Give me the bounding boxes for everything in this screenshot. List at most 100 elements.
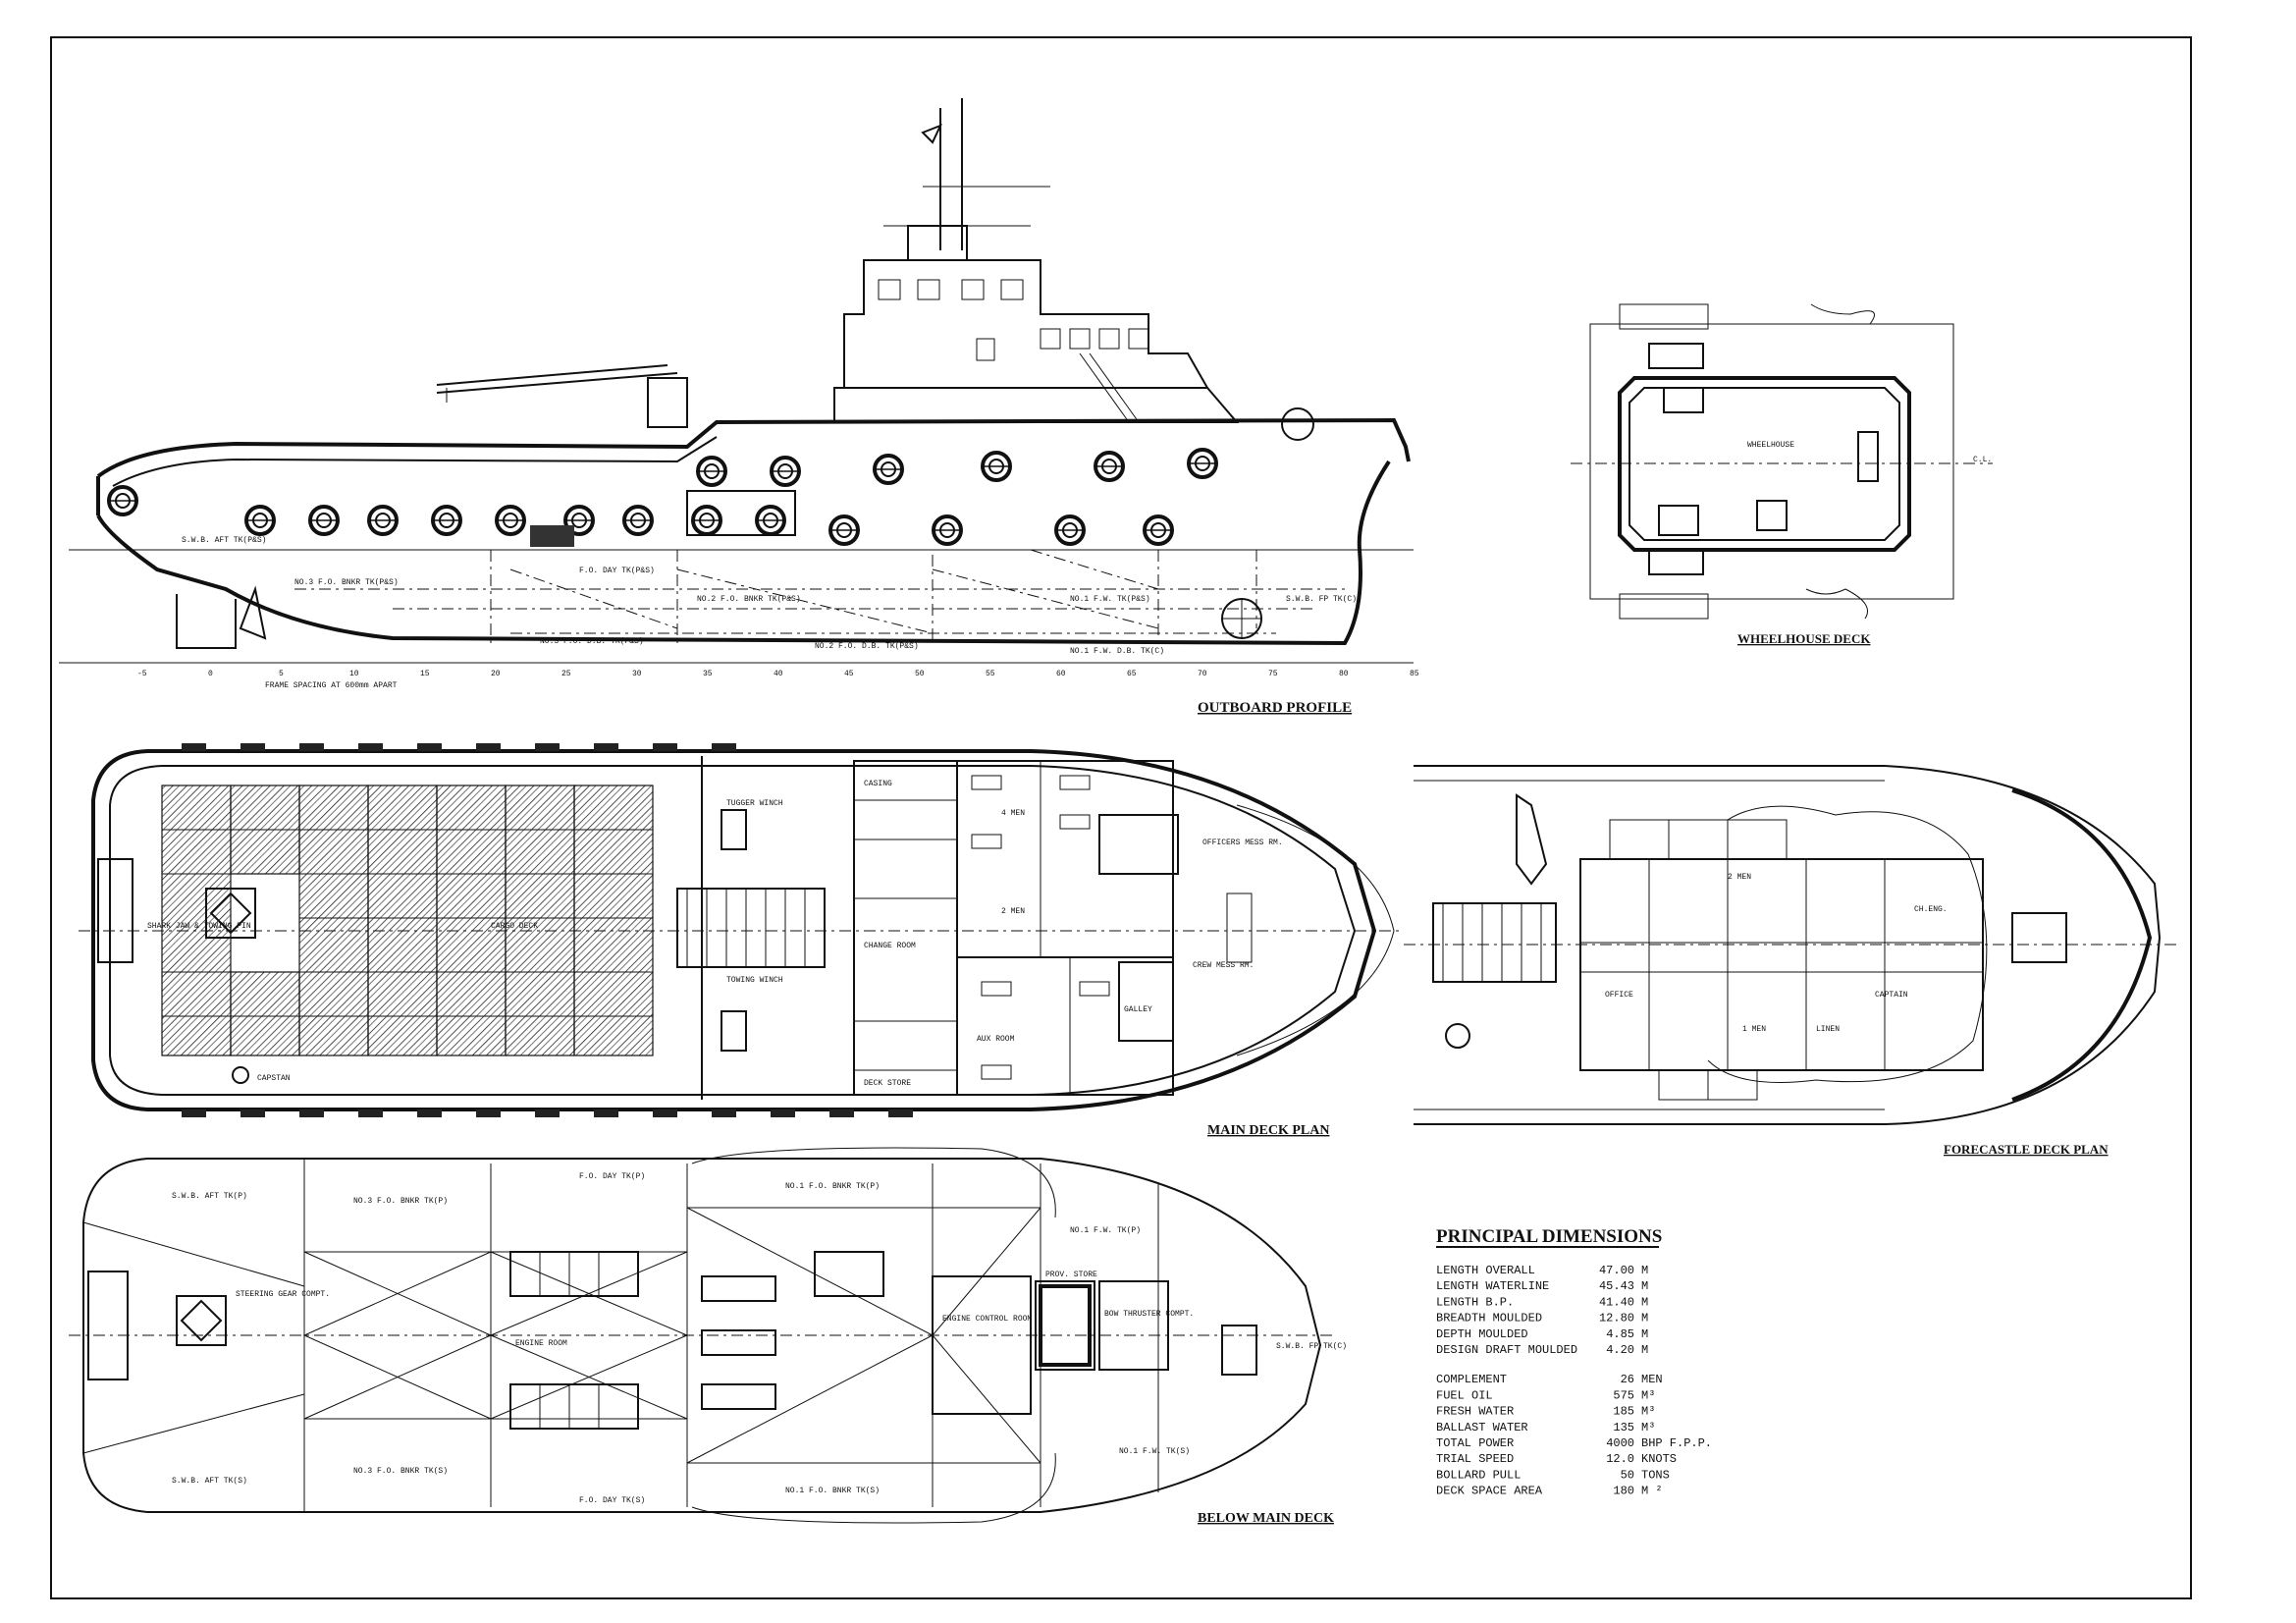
dimension-unit: M³ — [1641, 1388, 1655, 1402]
forecastle-deck-plan-view: CH.ENG. CAPTAIN OFFICE LINEN 2 MEN 1 MEN… — [1404, 765, 2179, 1157]
dimension-unit: M — [1641, 1312, 1648, 1325]
dimension-unit: KNOTS — [1641, 1452, 1677, 1466]
frame-number: 20 — [491, 670, 501, 678]
engine-room-label: ENGINE ROOM — [515, 1339, 567, 1348]
dimension-value: 180 — [1613, 1485, 1634, 1498]
main-deck-plan-view: CARGO DECK SHARK JAW & TOWING PIN TOWING… — [79, 743, 1404, 1138]
dimension-value: 41.40 — [1599, 1295, 1634, 1309]
outboard-profile: S.W.B. AFT TK(P&S) F.O. DAY TK(P&S) NO.3… — [59, 98, 1419, 716]
dimension-value: 50 — [1621, 1468, 1634, 1482]
drawing-border — [50, 36, 2192, 1599]
principal-dimensions-title: PRINCIPAL DIMENSIONS — [1436, 1226, 1662, 1247]
dimension-label: TOTAL POWER — [1436, 1436, 1514, 1450]
below-sb-aft-p-label: S.W.B. AFT TK(P) — [172, 1192, 247, 1201]
below-no1-fo-s-label: NO.1 F.O. BNKR TK(S) — [785, 1487, 880, 1495]
frame-number: 40 — [774, 670, 783, 678]
casing-label: CASING — [864, 780, 892, 788]
aux-room-label: AUX ROOM — [977, 1035, 1015, 1044]
frame-number: 85 — [1410, 670, 1419, 678]
wheelhouse-label: WHEELHOUSE — [1747, 441, 1794, 450]
main-deck-plan-title: MAIN DECK PLAN — [1207, 1123, 1329, 1138]
below-main-deck-title: BELOW MAIN DECK — [1198, 1511, 1334, 1526]
bow-thruster-label: BOW THRUSTER COMPT. — [1104, 1310, 1194, 1319]
office-label: OFFICE — [1605, 991, 1633, 1000]
deck-store-label: DECK STORE — [864, 1079, 911, 1088]
engine-control-label: ENGINE CONTROL ROOM — [942, 1315, 1032, 1324]
wheelhouse-deck-view: WHEELHOUSE C.L. WHEELHOUSE DECK — [1571, 303, 1993, 646]
dimension-value: 47.00 — [1599, 1264, 1634, 1277]
outboard-profile-title: OUTBOARD PROFILE — [1198, 700, 1352, 716]
wheelhouse-deck-title: WHEELHOUSE DECK — [1737, 631, 1871, 646]
change-room-label: CHANGE ROOM — [864, 942, 916, 950]
dimension-value: 575 — [1613, 1388, 1634, 1402]
frame-number: 75 — [1268, 670, 1278, 678]
profile-fo-day-label: F.O. DAY TK(P&S) — [579, 567, 655, 575]
dimension-value: 4.20 — [1606, 1343, 1634, 1357]
frame-number: 30 — [632, 670, 642, 678]
chief-eng-label: CH.ENG. — [1914, 905, 1948, 914]
below-fo-day-s-label: F.O. DAY TK(S) — [579, 1496, 645, 1505]
dimension-unit: M ² — [1641, 1485, 1663, 1498]
tugger-winch-label: TUGGER WINCH — [726, 799, 783, 808]
principal-dimensions-table: PRINCIPAL DIMENSIONS LENGTH OVERALL 47.00… — [1436, 1226, 1712, 1498]
dimension-value: 45.43 — [1599, 1279, 1634, 1293]
dimension-value: 185 — [1613, 1405, 1634, 1419]
below-no1-fw-p-label: NO.1 F.W. TK(P) — [1070, 1226, 1141, 1235]
frame-number: 55 — [986, 670, 995, 678]
crew-mess-label: CREW MESS RM. — [1193, 961, 1254, 970]
frame-number: 50 — [915, 670, 925, 678]
dimension-label: DESIGN DRAFT MOULDED — [1436, 1343, 1577, 1357]
shark-jaw-label: SHARK JAW & TOWING PIN — [147, 922, 251, 931]
dimension-label: LENGTH OVERALL — [1436, 1264, 1535, 1277]
dimension-value: 12.0 — [1606, 1452, 1634, 1466]
frame-number: 25 — [561, 670, 571, 678]
steering-gear-label: STEERING GEAR COMPT. — [236, 1290, 330, 1299]
dimension-label: FUEL OIL — [1436, 1388, 1493, 1402]
dimension-unit: M — [1641, 1327, 1648, 1341]
profile-no2-fo-label: NO.2 F.O. BNKR TK(P&S) — [697, 595, 801, 604]
frame-number: 45 — [844, 670, 854, 678]
captain-label: CAPTAIN — [1875, 991, 1908, 1000]
dimension-unit: M³ — [1641, 1405, 1655, 1419]
main-deck-4men-label: 4 MEN — [1001, 809, 1025, 818]
dimension-label: BALLAST WATER — [1436, 1421, 1528, 1434]
frame-number: 70 — [1198, 670, 1207, 678]
dimension-unit: M³ — [1641, 1421, 1655, 1434]
dimension-value: 26 — [1621, 1373, 1634, 1386]
dimension-value: 4.85 — [1606, 1327, 1634, 1341]
dimension-unit: BHP F.P.P. — [1641, 1436, 1712, 1450]
profile-no1-fw-label: NO.1 F.W. TK(P&S) — [1070, 595, 1150, 604]
dimension-label: LENGTH B.P. — [1436, 1295, 1514, 1309]
forecastle-2men-label: 2 MEN — [1728, 873, 1751, 882]
below-main-deck-view: STEERING GEAR COMPT. ENGINE ROOM ENGINE … — [69, 1147, 1347, 1526]
dimension-label: TRIAL SPEED — [1436, 1452, 1514, 1466]
galley-label: GALLEY — [1124, 1005, 1152, 1014]
profile-no1-db-label: NO.1 F.W. D.B. TK(C) — [1070, 647, 1164, 656]
frame-number: -5 — [137, 670, 147, 678]
cargo-deck-label: CARGO DECK — [491, 922, 538, 931]
wheelhouse-centerline-label: C.L. — [1973, 456, 1992, 464]
below-no3-fo-p-label: NO.3 F.O. BNKR TK(P) — [353, 1197, 448, 1206]
dimension-label: LENGTH WATERLINE — [1436, 1279, 1549, 1293]
dimension-unit: M — [1641, 1295, 1648, 1309]
dimension-unit: M — [1641, 1343, 1648, 1357]
dimension-label: BREADTH MOULDED — [1436, 1312, 1542, 1325]
dimension-label: DEPTH MOULDED — [1436, 1327, 1528, 1341]
profile-no3-db-label: NO.3 F.O. D.B. TK(P&S) — [540, 637, 644, 646]
main-deck-2men-label: 2 MEN — [1001, 907, 1025, 916]
profile-no2-db-label: NO.2 F.O. D.B. TK(P&S) — [815, 642, 919, 651]
dimension-value: 4000 — [1606, 1436, 1634, 1450]
profile-sb-aft-label: S.W.B. AFT TK(P&S) — [182, 536, 266, 545]
frame-number: 35 — [703, 670, 713, 678]
frame-number: 80 — [1339, 670, 1349, 678]
dimension-unit: MEN — [1641, 1373, 1663, 1386]
dimension-value: 135 — [1613, 1421, 1634, 1434]
frame-number: 10 — [349, 670, 359, 678]
below-fo-day-p-label: F.O. DAY TK(P) — [579, 1172, 645, 1181]
profile-no3-fo-label: NO.3 F.O. BNKR TK(P&S) — [294, 578, 399, 587]
frame-number: 60 — [1056, 670, 1066, 678]
dimension-value: 12.80 — [1599, 1312, 1634, 1325]
dimension-label: DECK SPACE AREA — [1436, 1485, 1543, 1498]
